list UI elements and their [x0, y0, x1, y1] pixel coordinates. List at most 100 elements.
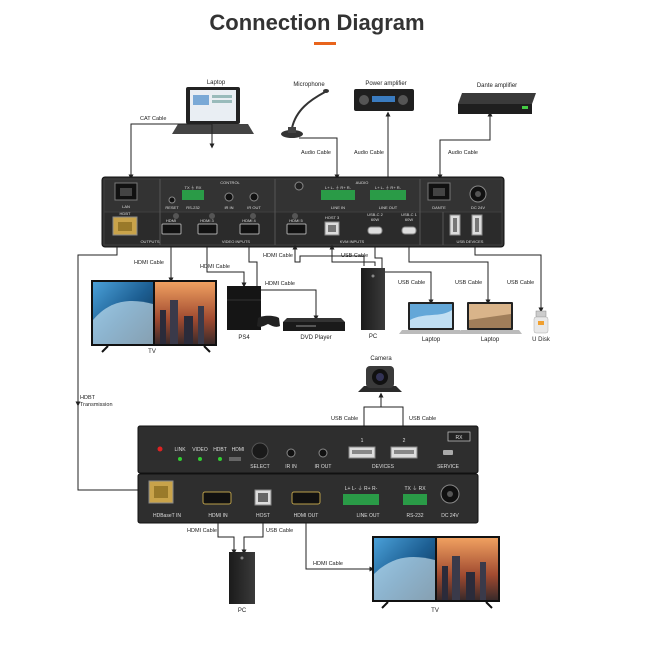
tx-usb-devices-label: USB DEVICES	[457, 239, 484, 244]
tx-lineout-label: LINE OUT	[379, 205, 398, 210]
tv-left-label: TV	[148, 349, 156, 355]
tx-hdmi5-label: HDMI 5	[289, 218, 303, 223]
tv-left-device	[91, 280, 217, 353]
tx-reset-label: RESET	[165, 205, 179, 210]
rx-hdmi-in-label: HDMI IN	[208, 513, 228, 519]
hdmi-rx-tv-label: HDMI Cable	[313, 561, 343, 567]
rx-select-label: SELECT	[250, 464, 269, 470]
pc-kvm-device	[361, 268, 385, 330]
rx-devices-label: DEVICES	[372, 464, 395, 470]
tx-lineout-pins-label: L+ L- ⏚ R+ R-	[375, 184, 402, 190]
tx-hdmi3-label: HDMI 3	[200, 218, 214, 223]
rx-host-label: HOST	[256, 513, 270, 519]
rx-hdbaset-in-label: HDBaseT IN	[153, 513, 181, 519]
tx-linein-label: LINE IN	[331, 205, 345, 210]
tx-control-label: CONTROL	[220, 180, 240, 185]
tv-right-device	[372, 536, 500, 609]
microphone-device	[281, 89, 329, 138]
tx-kvm-inputs-label: KVM INPUTS	[340, 239, 365, 244]
tx-rs232-label: RS-232	[186, 205, 200, 210]
tx-usbc2-label: USB-C 2	[367, 212, 384, 217]
rx-video-label: VIDEO	[192, 447, 208, 453]
tx-hdmi4-label: HDMI 4	[242, 218, 256, 223]
tx-usbc2-watt-label: 60W	[371, 217, 379, 222]
pc-kvm-label: PC	[369, 334, 378, 340]
rx-hdbt-label: HDBT	[213, 447, 227, 453]
rx-port1-label: 1	[361, 438, 364, 444]
rx-service-label: SERVICE	[437, 464, 460, 470]
rx-rs232-label: RS-232	[407, 513, 424, 519]
tx-audio-label: AUDIO	[356, 180, 369, 185]
rx-audio-pins-label: L+ L- ⏚ R+ R-	[345, 485, 378, 492]
page-title: Connection Diagram	[209, 10, 424, 35]
laptop-usb2-label: Laptop	[481, 337, 500, 343]
rx-dc-label: DC 24V	[441, 513, 459, 519]
camera-label: Camera	[370, 356, 392, 362]
dvd-player-device	[283, 318, 345, 331]
rx-irout-label: IR OUT	[315, 464, 332, 470]
rx-badge: RX	[456, 435, 464, 441]
hdbt-label-2: Transmission	[80, 402, 113, 408]
usb-pc-label: USB Cable	[341, 253, 368, 259]
tx-irin-label: IR IN	[224, 205, 233, 210]
tx-outputs-label: OUTPUTS	[140, 239, 159, 244]
pc-rx-device	[229, 552, 255, 604]
rx-port2-label: 2	[403, 438, 406, 444]
camera-device	[358, 366, 402, 392]
hdmi-rx-pc-label: HDMI Cable	[187, 528, 217, 534]
ps4-label: PS4	[238, 335, 250, 341]
hdmi-dvd-label: HDMI Cable	[265, 281, 295, 287]
dante-amplifier-label: Dante amplifier	[477, 83, 517, 89]
usb-laptop1-label: USB Cable	[398, 280, 425, 286]
tx-hdmi-label: HDMI	[166, 218, 176, 223]
laptop-usb1-device	[399, 302, 463, 334]
rx-link-label: LINK	[174, 447, 186, 453]
top-cables	[128, 111, 493, 180]
tx-linein-pins-label: L+ L- ⏚ R+ R-	[325, 184, 352, 190]
usb-cam-left-label: USB Cable	[331, 416, 358, 422]
audio-cable-power-label: Audio Cable	[354, 150, 384, 156]
usb-rx-pc-label: USB Cable	[266, 528, 293, 534]
rx-txrx-label: TX ⏚ RX	[404, 485, 426, 492]
laptop-top-device	[172, 87, 254, 134]
tx-irout-label: IR OUT	[247, 205, 261, 210]
power-amplifier-device	[354, 89, 414, 111]
tx-bottom-cables	[75, 244, 544, 491]
audio-cable-mic-label: Audio Cable	[301, 150, 331, 156]
usb-laptop2-label: USB Cable	[455, 280, 482, 286]
laptop-usb1-label: Laptop	[422, 337, 441, 343]
hdmi-pc-label: HDMI Cable	[263, 253, 293, 259]
tx-video-inputs-label: VIDEO INPUTS	[222, 239, 251, 244]
laptop-usb2-device	[458, 302, 522, 334]
rx-hdmi-out-label: HDMI OUT	[294, 513, 319, 519]
tx-unit	[101, 176, 505, 248]
audio-cable-dante-label: Audio Cable	[448, 150, 478, 156]
laptop-top-label: Laptop	[207, 80, 226, 86]
rx-bottom-cables	[217, 523, 375, 572]
tx-hdbt-label: HDBT	[120, 211, 131, 216]
tx-dc-label: DC 24V	[471, 205, 485, 210]
title-underline	[314, 42, 336, 45]
hdmi-ps4-label: HDMI Cable	[200, 264, 230, 270]
pc-rx-label: PC	[238, 608, 247, 614]
tx-host3-label: HOST 3	[325, 215, 340, 220]
tx-dante-label: DANTE	[432, 205, 446, 210]
usb-cam-right-label: USB Cable	[409, 416, 436, 422]
dante-amplifier-device	[458, 93, 536, 114]
power-amplifier-label: Power amplifier	[365, 81, 406, 87]
dvd-player-label: DVD Player	[300, 335, 331, 341]
rx-hdmi-label: HDMI	[232, 447, 245, 453]
tv-right-label: TV	[431, 608, 439, 614]
rx-unit-front	[137, 425, 479, 474]
tx-usbc1-watt-label: 60W	[405, 217, 413, 222]
rx-lineout-label: LINE OUT	[356, 513, 379, 519]
hdmi-out-tv-label: HDMI Cable	[134, 260, 164, 266]
ps4-device	[227, 286, 280, 330]
cat-cable-label: CAT Cable	[140, 116, 166, 122]
tx-txrx-label: TX ⏚ RX	[185, 184, 202, 190]
u-disk-label: U Disk	[532, 337, 551, 343]
usb-udisk-label: USB Cable	[507, 280, 534, 286]
tx-usbc1-label: USB-C 1	[401, 212, 418, 217]
microphone-label: Microphone	[293, 82, 325, 88]
